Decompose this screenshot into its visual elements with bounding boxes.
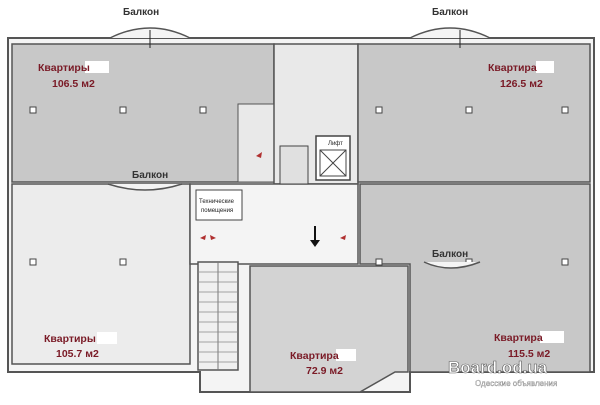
balcony-mid-right: Балкон [423, 249, 481, 269]
apartment-bottom-center: Квартира 72.9 м2 [249, 265, 409, 393]
apartment-name: Квартиры [44, 333, 96, 345]
apartment-top-left: Квартиры 106.5 м2 [11, 43, 275, 183]
watermark-site: Board.od.ua [448, 358, 548, 377]
balcony-label: Балкон [432, 7, 468, 18]
apartment-top-right: Квартира 126.5 м2 [357, 43, 591, 183]
tech-room-label: Технические [199, 199, 235, 205]
apartment-name: Квартира [290, 350, 339, 362]
apartment-area: 126.5 м2 [500, 78, 543, 90]
tech-room-label: помещения [201, 208, 233, 214]
apartment-bottom-left: Квартиры 105.7 м2 [11, 183, 191, 365]
watermark: Board.od.ua Одесские объявления [448, 358, 558, 388]
balcony-top-right: Балкон [409, 7, 491, 48]
apartment-bottom-right: Квартира 115.5 м2 [359, 183, 591, 373]
apartment-name: Квартиры [38, 62, 90, 74]
apartment-area: 72.9 м2 [306, 365, 343, 377]
apartment-area: 115.5 м2 [508, 348, 550, 360]
balcony-label: Балкон [123, 7, 159, 18]
apartment-name: Квартира [488, 62, 537, 74]
lift-label: Лифт [328, 141, 343, 147]
staircase [197, 261, 239, 371]
balcony-label: Балкон [132, 170, 168, 181]
balcony-mid-left: Балкон [107, 170, 183, 191]
door-markers [200, 152, 346, 240]
watermark-tagline: Одесские объявления [475, 379, 557, 388]
apartment-area: 106.5 м2 [52, 78, 95, 90]
central-core: Технические помещения Лифт [189, 135, 359, 265]
apartment-name: Квартира [494, 332, 543, 344]
balcony-top-left: Балкон [109, 7, 191, 48]
balcony-label: Балкон [432, 249, 468, 260]
apartment-area: 105.7 м2 [56, 348, 99, 360]
